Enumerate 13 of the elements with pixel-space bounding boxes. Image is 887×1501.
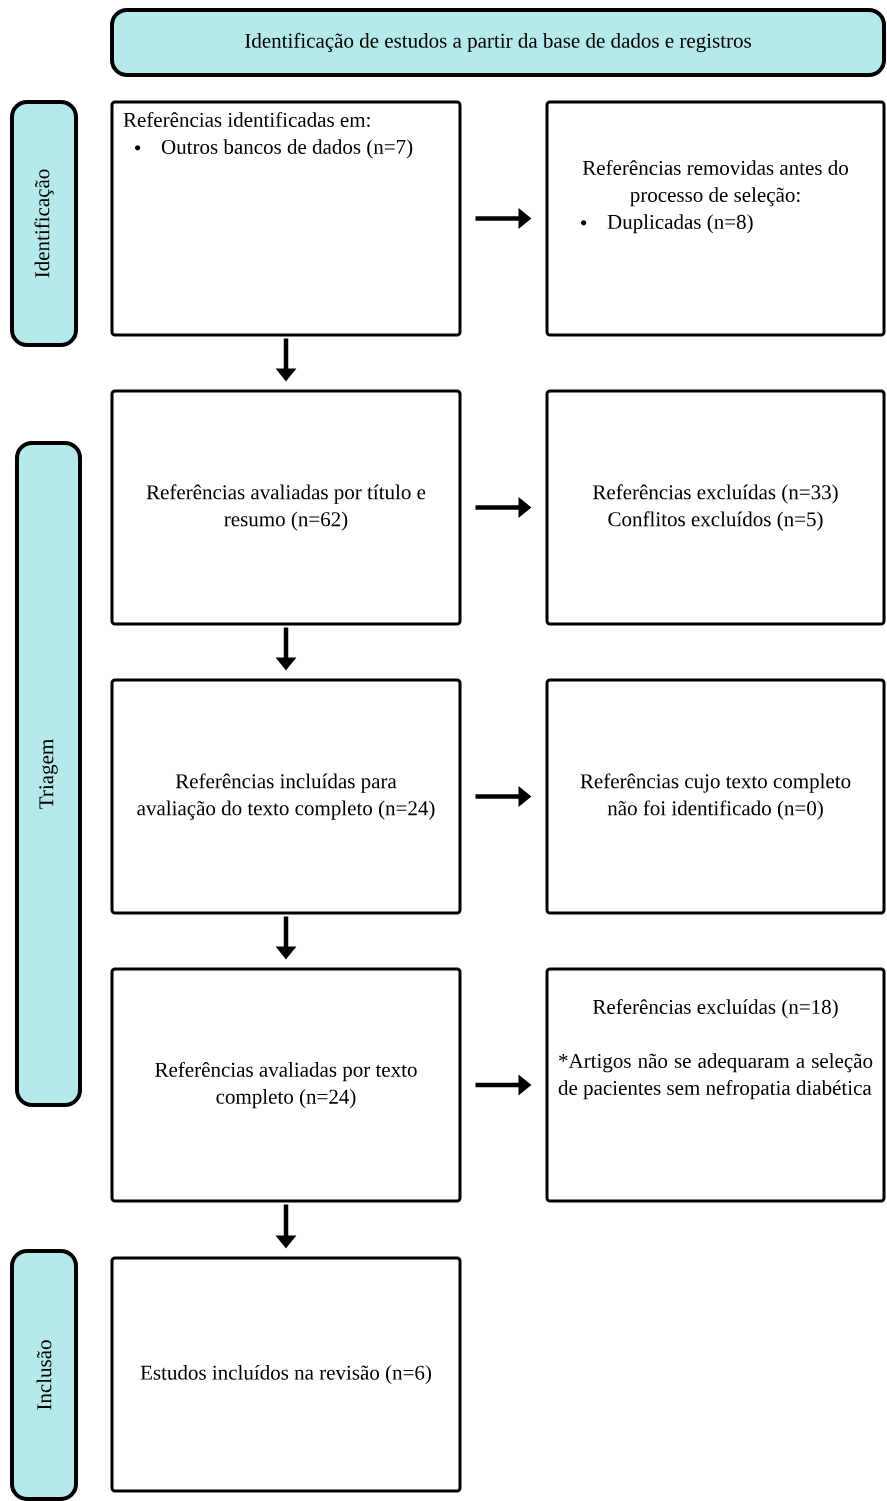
stage-band: Identificação (10, 100, 78, 347)
header-box: Identificação de estudos a partir da base de dados e registros (110, 8, 886, 77)
stage-band: Triagem (15, 441, 82, 1107)
process-box: Referências cujo texto completo não foi identificado (n=0) (545, 678, 886, 915)
process-box: Referências excluídas (n=18) *Artigos não se adequaram a seleção de pacientes sem nefropatia diabética (545, 967, 886, 1203)
process-box: Referências excluídas (n=33) Conflitos excluídos (n=5) (545, 389, 886, 626)
process-box: Referências avaliadas por título e resumo (n=62) (110, 389, 462, 626)
process-box: Referências incluídas para avaliação do texto completo (n=24) (110, 678, 462, 915)
stage-band: Inclusão (10, 1249, 78, 1501)
process-box: Referências identificadas em: Outros bancos de dados (n=7) (110, 100, 462, 337)
process-box: Estudos incluídos na revisão (n=6) (110, 1256, 462, 1493)
process-box: Referências removidas antes do processo de seleção: Duplicadas (n=8) (545, 100, 886, 337)
process-box: Referências avaliadas por texto completo (n=24) (110, 967, 462, 1203)
